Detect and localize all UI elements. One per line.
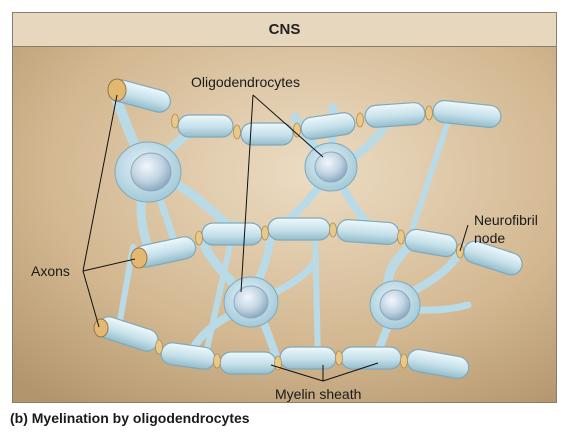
oligodendrocyte-cells (114, 141, 421, 330)
oligodendrocytes-label: Oligodendrocytes (191, 74, 300, 90)
neurofibril-label-line1: Neurofibril (474, 212, 538, 228)
myelin-sheath-label: Myelin sheath (275, 386, 361, 402)
myelin-segments (97, 79, 523, 380)
panel-header: CNS (13, 13, 556, 47)
axons-label: Axons (31, 263, 70, 279)
neurofibril-label-line2: node (474, 230, 505, 246)
leader-lines (82, 94, 469, 382)
figure-caption: (b) Myelination by oligodendrocytes (10, 410, 250, 426)
neurofibril-nodes (155, 105, 464, 371)
figure-panel: CNS (12, 12, 557, 403)
myelination-diagram: Oligodendrocytes Axons Neurofibril node … (13, 47, 556, 402)
